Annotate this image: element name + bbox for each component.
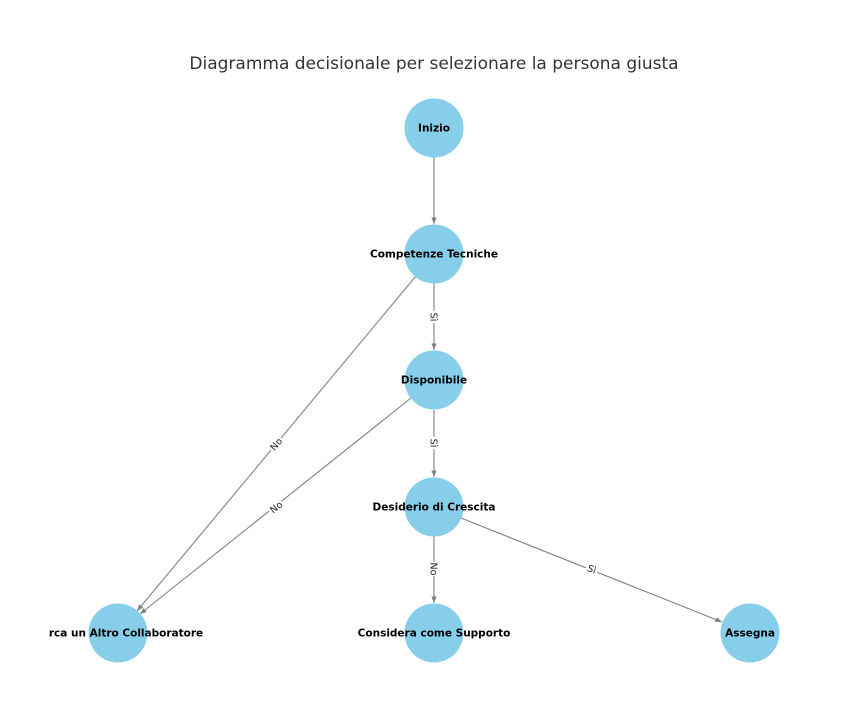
node-label: Disponibile <box>401 375 467 387</box>
node-label: Inizio <box>418 123 450 135</box>
svg-text:No: No <box>428 563 439 576</box>
edge-label-skills-available: Sì <box>427 311 441 323</box>
node-label: Considera come Supporto <box>358 628 511 640</box>
node-assegna: Assegna <box>720 603 780 663</box>
node-label: Competenze Tecniche <box>370 249 498 261</box>
svg-text:Sì: Sì <box>586 563 598 576</box>
node-circle <box>404 477 464 537</box>
edge-label-growth-support: No <box>427 562 441 576</box>
edge-label-available-growth: Sì <box>427 437 441 449</box>
node-label: rca un Altro Collaboratore <box>49 628 203 640</box>
svg-text:Sì: Sì <box>428 313 439 322</box>
node-circle <box>404 98 464 158</box>
edge-label-available-other: No <box>265 496 287 518</box>
node-circle <box>404 603 464 663</box>
node-label: Desiderio di Crescita <box>373 502 496 514</box>
svg-text:Sì: Sì <box>428 439 439 448</box>
node-disponibile: Disponibile <box>401 350 467 410</box>
node-circle <box>88 603 148 663</box>
edge-label-growth-assign: Sì <box>583 560 601 578</box>
node-circle <box>404 224 464 284</box>
nodes: Inizio Competenze Tecniche Disponibile D… <box>49 98 780 663</box>
edge-label-skills-other: No <box>265 433 287 455</box>
node-altro-collaboratore: rca un Altro Collaboratore <box>49 603 203 663</box>
node-circle <box>404 350 464 410</box>
node-label: Assegna <box>725 628 775 640</box>
node-inizio: Inizio <box>404 98 464 158</box>
edge-labels: Sì Sì No No No Sì <box>265 311 601 578</box>
node-considera-come-supporto: Considera come Supporto <box>358 603 511 663</box>
svg-text:No: No <box>268 499 285 516</box>
node-desiderio-di-crescita: Desiderio di Crescita <box>373 477 496 537</box>
diagram-title: Diagramma decisionale per selezionare la… <box>189 54 678 74</box>
node-circle <box>720 603 780 663</box>
node-competenze-tecniche: Competenze Tecniche <box>370 224 498 284</box>
